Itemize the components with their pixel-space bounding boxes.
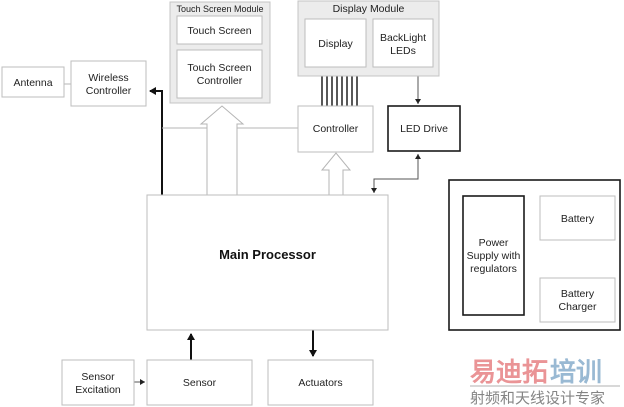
sensor-excitation-block: Sensor Excitation — [61, 359, 135, 406]
led-drive-processor-arrow — [371, 154, 421, 193]
power-supply-label-2: Supply with — [467, 250, 521, 262]
battery-charger-label-2: Charger — [559, 301, 597, 313]
antenna-block: Antenna — [1, 66, 65, 98]
main-processor-label: Main Processor — [219, 247, 316, 262]
antenna-label: Antenna — [13, 77, 52, 89]
wireless-controller-label-1: Wireless — [88, 72, 128, 84]
touch-screen-module: Touch Screen Module Touch Screen Touch S… — [169, 1, 271, 104]
power-supply-label-1: Power — [479, 237, 509, 249]
display-module: Display Module Display BackLight LEDs — [297, 0, 440, 77]
watermark-part2: 培训 — [550, 358, 602, 388]
processor-to-wireless-arrow — [149, 87, 163, 195]
sensor-block: Sensor — [146, 359, 253, 406]
backlight-leds-label-2: LEDs — [390, 45, 416, 57]
watermark-tagline: 射频和天线设计专家 — [470, 389, 605, 407]
display-module-title: Display Module — [333, 3, 405, 15]
power-block: Power Supply with regulators Battery Bat… — [448, 179, 621, 331]
battery-label: Battery — [561, 213, 595, 225]
power-supply-label-3: regulators — [470, 263, 517, 275]
backlight-leds-label-1: BackLight — [380, 32, 426, 44]
display-bus — [321, 76, 358, 106]
actuators-label: Actuators — [298, 377, 342, 389]
sensor-excitation-label-1: Sensor — [81, 371, 115, 383]
battery-charger-label-1: Battery — [561, 288, 595, 300]
touch-screen-controller-label-1: Touch Screen — [187, 62, 251, 74]
main-processor-block: Main Processor — [146, 194, 389, 331]
touch-screen-label: Touch Screen — [187, 25, 251, 37]
processor-to-controller-bus-arrow — [320, 152, 352, 195]
wireless-controller-block: Wireless Controller — [70, 60, 147, 107]
sensor-label: Sensor — [183, 377, 217, 389]
wireless-controller-label-2: Controller — [86, 85, 132, 97]
controller-block: Controller — [297, 105, 374, 153]
touch-screen-module-title: Touch Screen Module — [176, 4, 263, 14]
watermark: 易迪拓 培训 射频和天线设计专家 — [470, 358, 620, 407]
controller-label: Controller — [313, 123, 359, 135]
led-drive-label: LED Drive — [400, 123, 448, 135]
display-label: Display — [318, 38, 353, 50]
sensor-excitation-label-2: Excitation — [75, 384, 121, 396]
watermark-part1: 易迪拓 — [470, 358, 548, 388]
touch-screen-controller-label-2: Controller — [197, 75, 243, 87]
led-drive-block: LED Drive — [387, 105, 461, 152]
actuators-block: Actuators — [267, 359, 374, 406]
processor-to-touch-bus-arrow — [199, 105, 245, 195]
